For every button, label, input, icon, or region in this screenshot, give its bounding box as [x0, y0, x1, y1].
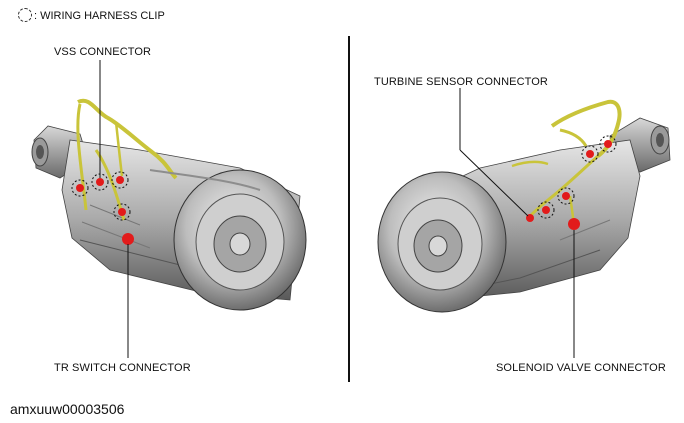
vss-connector-label: VSS CONNECTOR	[54, 46, 152, 58]
left-transmission	[31, 60, 307, 358]
legend: : WIRING HARNESS CLIP	[18, 8, 165, 22]
tr-switch-connector	[122, 233, 134, 245]
panel-divider	[348, 36, 350, 382]
turbine-sensor-connector-label: TURBINE SENSOR CONNECTOR	[374, 76, 548, 88]
solenoid-valve-connector-label: SOLENOID VALVE CONNECTOR	[496, 362, 666, 374]
right-transmission	[377, 88, 671, 358]
legend-label: : WIRING HARNESS CLIP	[34, 10, 165, 22]
document-id: amxuuw00003506	[10, 401, 125, 417]
wiring-harness-clip-icon	[18, 8, 32, 22]
tr-switch-connector-label: TR SWITCH CONNECTOR	[54, 362, 191, 374]
solenoid-valve-connector	[568, 218, 580, 230]
